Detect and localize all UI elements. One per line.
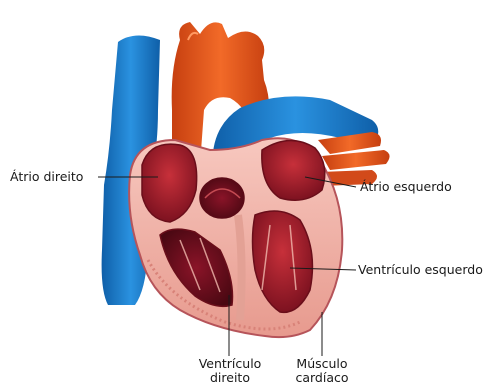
aortic-valve	[200, 178, 244, 218]
label-heart-muscle: Músculo cardíaco	[284, 357, 360, 385]
septum	[238, 215, 242, 320]
label-left-atrium: Átrio esquerdo	[360, 180, 452, 194]
label-right-atrium: Átrio direito	[10, 170, 83, 184]
label-right-ventricle-line1: Ventrículo	[190, 357, 270, 371]
label-right-ventricle-line2: direito	[190, 371, 270, 385]
label-right-ventricle: Ventrículo direito	[190, 357, 270, 385]
label-heart-muscle-line2: cardíaco	[284, 371, 360, 385]
label-heart-muscle-line1: Músculo	[284, 357, 360, 371]
label-left-ventricle: Ventrículo esquerdo	[358, 263, 483, 277]
